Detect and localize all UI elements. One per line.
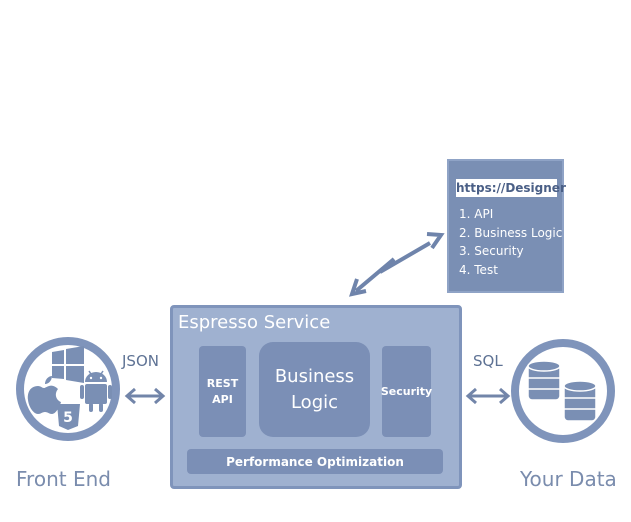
performance-box: Performance Optimization bbox=[187, 449, 443, 474]
json-label: JSON bbox=[122, 352, 159, 370]
designer-panel: https://Designer 1. API 2. Business Logi… bbox=[447, 159, 566, 293]
business-logic-box: Business Logic bbox=[259, 342, 370, 437]
front-end-label: Front End bbox=[16, 467, 111, 491]
windows-icon bbox=[52, 346, 84, 383]
json-arrow bbox=[124, 387, 166, 405]
service-title: Espresso Service bbox=[178, 312, 331, 333]
rest-api-box: REST API bbox=[199, 346, 246, 437]
business-logic-label: Business Logic bbox=[274, 365, 355, 413]
rest-api-label: REST API bbox=[206, 376, 239, 406]
designer-title: https://Designer bbox=[456, 179, 566, 197]
designer-item-business-logic: 2. Business Logic bbox=[459, 225, 563, 240]
front-end-circle: 5 bbox=[16, 337, 120, 441]
your-data-circle bbox=[511, 339, 615, 443]
svg-text:5: 5 bbox=[63, 410, 73, 426]
your-data-label: Your Data bbox=[520, 467, 617, 491]
designer-link-arrow bbox=[348, 232, 445, 297]
android-icon bbox=[80, 370, 112, 412]
security-label: Security bbox=[380, 385, 433, 398]
sql-arrow bbox=[465, 387, 511, 405]
apple-icon bbox=[27, 376, 62, 414]
designer-item-api: 1. API bbox=[459, 207, 494, 221]
security-box: Security bbox=[380, 346, 433, 437]
performance-label: Performance Optimization bbox=[226, 454, 404, 469]
designer-item-security: 3. Security bbox=[459, 244, 524, 258]
designer-list: 1. API 2. Business Logic 3. Security 4. … bbox=[459, 205, 562, 279]
html5-icon: 5 bbox=[57, 404, 80, 430]
sql-label: SQL bbox=[473, 352, 503, 370]
designer-item-test: 4. Test bbox=[459, 262, 498, 277]
database-icon bbox=[527, 360, 597, 422]
